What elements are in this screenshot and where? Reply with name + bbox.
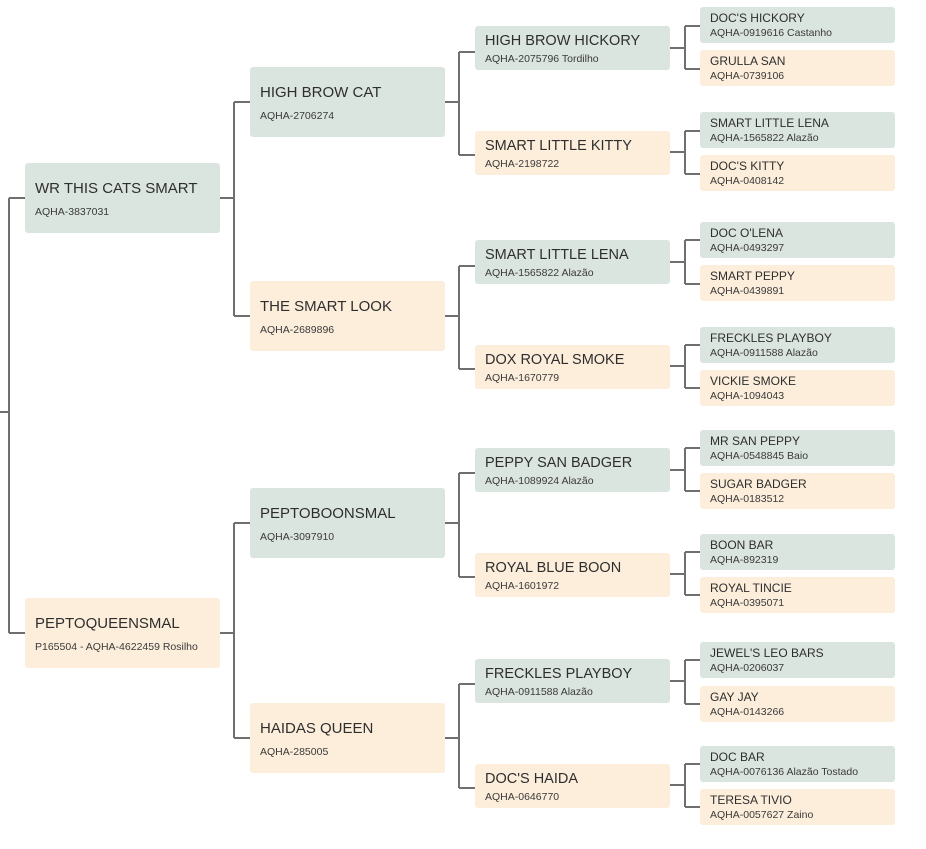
horse-registration: AQHA-0206037 (710, 662, 785, 674)
horse-card-dam-sire-dam[interactable]: ROYAL BLUE BOON AQHA-1601972 (475, 553, 670, 597)
horse-registration: AQHA-0548845 Baio (710, 450, 809, 462)
horse-name: ROYAL BLUE BOON (485, 560, 622, 576)
horse-name: ROYAL TINCIE (710, 581, 792, 595)
horse-card-sire-sire-dam-sire[interactable]: SMART LITTLE LENA AQHA-1565822 Alazão (700, 112, 895, 148)
horse-card-sire-dam-dam[interactable]: DOX ROYAL SMOKE AQHA-1670779 (475, 345, 670, 389)
horse-card-sire-sire-sire-dam[interactable]: GRULLA SAN AQHA-0739106 (700, 50, 895, 86)
horse-registration: AQHA-0395071 (710, 597, 785, 609)
horse-name: PEPTOQUEENSMAL (35, 615, 180, 632)
horse-name: DOC'S KITTY (710, 159, 785, 173)
horse-registration: AQHA-0493297 (710, 242, 785, 254)
horse-name: THE SMART LOOK (260, 298, 392, 315)
horse-registration: AQHA-2689896 (260, 324, 335, 336)
horse-card-sire-sire-sire-sire[interactable]: DOC'S HICKORY AQHA-0919616 Castanho (700, 7, 895, 43)
horse-registration: AQHA-0057627 Zaino (710, 809, 814, 821)
horse-registration: AQHA-285005 (260, 746, 329, 758)
horse-name: GRULLA SAN (710, 54, 786, 68)
horse-registration: AQHA-1601972 (485, 580, 560, 592)
horse-card-sire[interactable]: WR THIS CATS SMART AQHA-3837031 (25, 163, 220, 233)
horse-card-dam-sire-sire-sire[interactable]: MR SAN PEPPY AQHA-0548845 Baio (700, 430, 895, 466)
horse-registration: AQHA-1565822 Alazão (710, 132, 819, 144)
horse-card-dam-dam-dam-sire[interactable]: DOC BAR AQHA-0076136 Alazão Tostado (700, 746, 895, 782)
horse-card-sire-sire-dam[interactable]: SMART LITTLE KITTY AQHA-2198722 (475, 131, 670, 175)
horse-card-dam-sire-sire[interactable]: PEPPY SAN BADGER AQHA-1089924 Alazão (475, 448, 670, 492)
horse-name: JEWEL'S LEO BARS (710, 646, 824, 660)
horse-name: PEPPY SAN BADGER (485, 455, 633, 471)
horse-name: WR THIS CATS SMART (35, 180, 198, 197)
horse-card-sire-dam-dam-dam[interactable]: VICKIE SMOKE AQHA-1094043 (700, 370, 895, 406)
horse-name: DOC'S HAIDA (485, 771, 579, 787)
horse-name: DOC BAR (710, 750, 765, 764)
horse-card-dam-dam-dam[interactable]: DOC'S HAIDA AQHA-0646770 (475, 764, 670, 808)
horse-registration: AQHA-1565822 Alazão (485, 267, 594, 279)
horse-card-sire-sire[interactable]: HIGH BROW CAT AQHA-2706274 (250, 67, 445, 137)
horse-registration: AQHA-3837031 (35, 206, 110, 218)
horse-registration: AQHA-3097910 (260, 531, 335, 543)
horse-card-dam-dam-sire[interactable]: FRECKLES PLAYBOY AQHA-0911588 Alazão (475, 659, 670, 703)
horse-registration: AQHA-0911588 Alazão (485, 686, 593, 698)
horse-card-sire-sire-dam-dam[interactable]: DOC'S KITTY AQHA-0408142 (700, 155, 895, 191)
horse-name: BOON BAR (710, 538, 774, 552)
horse-name: HAIDAS QUEEN (260, 720, 374, 737)
horse-card-dam-dam-sire-dam[interactable]: GAY JAY AQHA-0143266 (700, 686, 895, 722)
horse-card-dam-sire-sire-dam[interactable]: SUGAR BADGER AQHA-0183512 (700, 473, 895, 509)
horse-registration: AQHA-0919616 Castanho (710, 27, 832, 39)
horse-registration: AQHA-1089924 Alazão (485, 475, 594, 487)
horse-registration: P165504 - AQHA-4622459 Rosilho (35, 641, 198, 653)
horse-registration: AQHA-0739106 (710, 70, 785, 82)
horse-name: SMART PEPPY (710, 269, 795, 283)
horse-card-sire-dam-sire-dam[interactable]: SMART PEPPY AQHA-0439891 (700, 265, 895, 301)
horse-registration: AQHA-0143266 (710, 706, 785, 718)
horse-name: PEPTOBOONSMAL (260, 505, 396, 522)
horse-name: SMART LITTLE KITTY (485, 138, 632, 154)
horse-registration: AQHA-892319 (710, 554, 779, 566)
horse-name: DOC'S HICKORY (710, 11, 805, 25)
horse-card-sire-dam-sire-sire[interactable]: DOC O'LENA AQHA-0493297 (700, 222, 895, 258)
horse-card-sire-dam-dam-sire[interactable]: FRECKLES PLAYBOY AQHA-0911588 Alazão (700, 327, 895, 363)
horse-registration: AQHA-0646770 (485, 791, 560, 803)
horse-name: HIGH BROW CAT (260, 84, 382, 101)
horse-name: SUGAR BADGER (710, 477, 807, 491)
horse-name: SMART LITTLE LENA (710, 116, 829, 130)
horse-card-dam-sire-dam-dam[interactable]: ROYAL TINCIE AQHA-0395071 (700, 577, 895, 613)
horse-name: DOX ROYAL SMOKE (485, 352, 625, 368)
horse-name: SMART LITTLE LENA (485, 247, 629, 263)
horse-card-dam-dam-sire-sire[interactable]: JEWEL'S LEO BARS AQHA-0206037 (700, 642, 895, 678)
horse-card-dam-dam-dam-dam[interactable]: TERESA TIVIO AQHA-0057627 Zaino (700, 789, 895, 825)
horse-registration: AQHA-0439891 (710, 285, 785, 297)
horse-registration: AQHA-0076136 Alazão Tostado (710, 766, 859, 778)
horse-registration: AQHA-0183512 (710, 493, 785, 505)
horse-card-sire-sire-sire[interactable]: HIGH BROW HICKORY AQHA-2075796 Tordilho (475, 26, 670, 70)
horse-name: DOC O'LENA (710, 226, 783, 240)
horse-registration: AQHA-2075796 Tordilho (485, 53, 599, 65)
horse-card-dam-dam[interactable]: HAIDAS QUEEN AQHA-285005 (250, 703, 445, 773)
horse-registration: AQHA-2198722 (485, 158, 560, 170)
horse-name: HIGH BROW HICKORY (485, 33, 641, 49)
horse-registration: AQHA-2706274 (260, 110, 335, 122)
horse-card-dam[interactable]: PEPTOQUEENSMAL P165504 - AQHA-4622459 Ro… (25, 598, 220, 668)
horse-registration: AQHA-0408142 (710, 175, 785, 187)
horse-name: MR SAN PEPPY (710, 434, 801, 448)
horse-registration: AQHA-0911588 Alazão (710, 347, 818, 359)
horse-card-sire-dam-sire[interactable]: SMART LITTLE LENA AQHA-1565822 Alazão (475, 240, 670, 284)
horse-registration: AQHA-1094043 (710, 390, 785, 402)
horse-card-dam-sire[interactable]: PEPTOBOONSMAL AQHA-3097910 (250, 488, 445, 558)
horse-name: TERESA TIVIO (710, 793, 792, 807)
horse-card-dam-sire-dam-sire[interactable]: BOON BAR AQHA-892319 (700, 534, 895, 570)
horse-card-sire-dam[interactable]: THE SMART LOOK AQHA-2689896 (250, 281, 445, 351)
horse-name: VICKIE SMOKE (710, 374, 797, 388)
horse-name: FRECKLES PLAYBOY (485, 666, 633, 682)
horse-name: FRECKLES PLAYBOY (710, 331, 832, 345)
horse-name: GAY JAY (710, 690, 759, 704)
horse-registration: AQHA-1670779 (485, 372, 560, 384)
